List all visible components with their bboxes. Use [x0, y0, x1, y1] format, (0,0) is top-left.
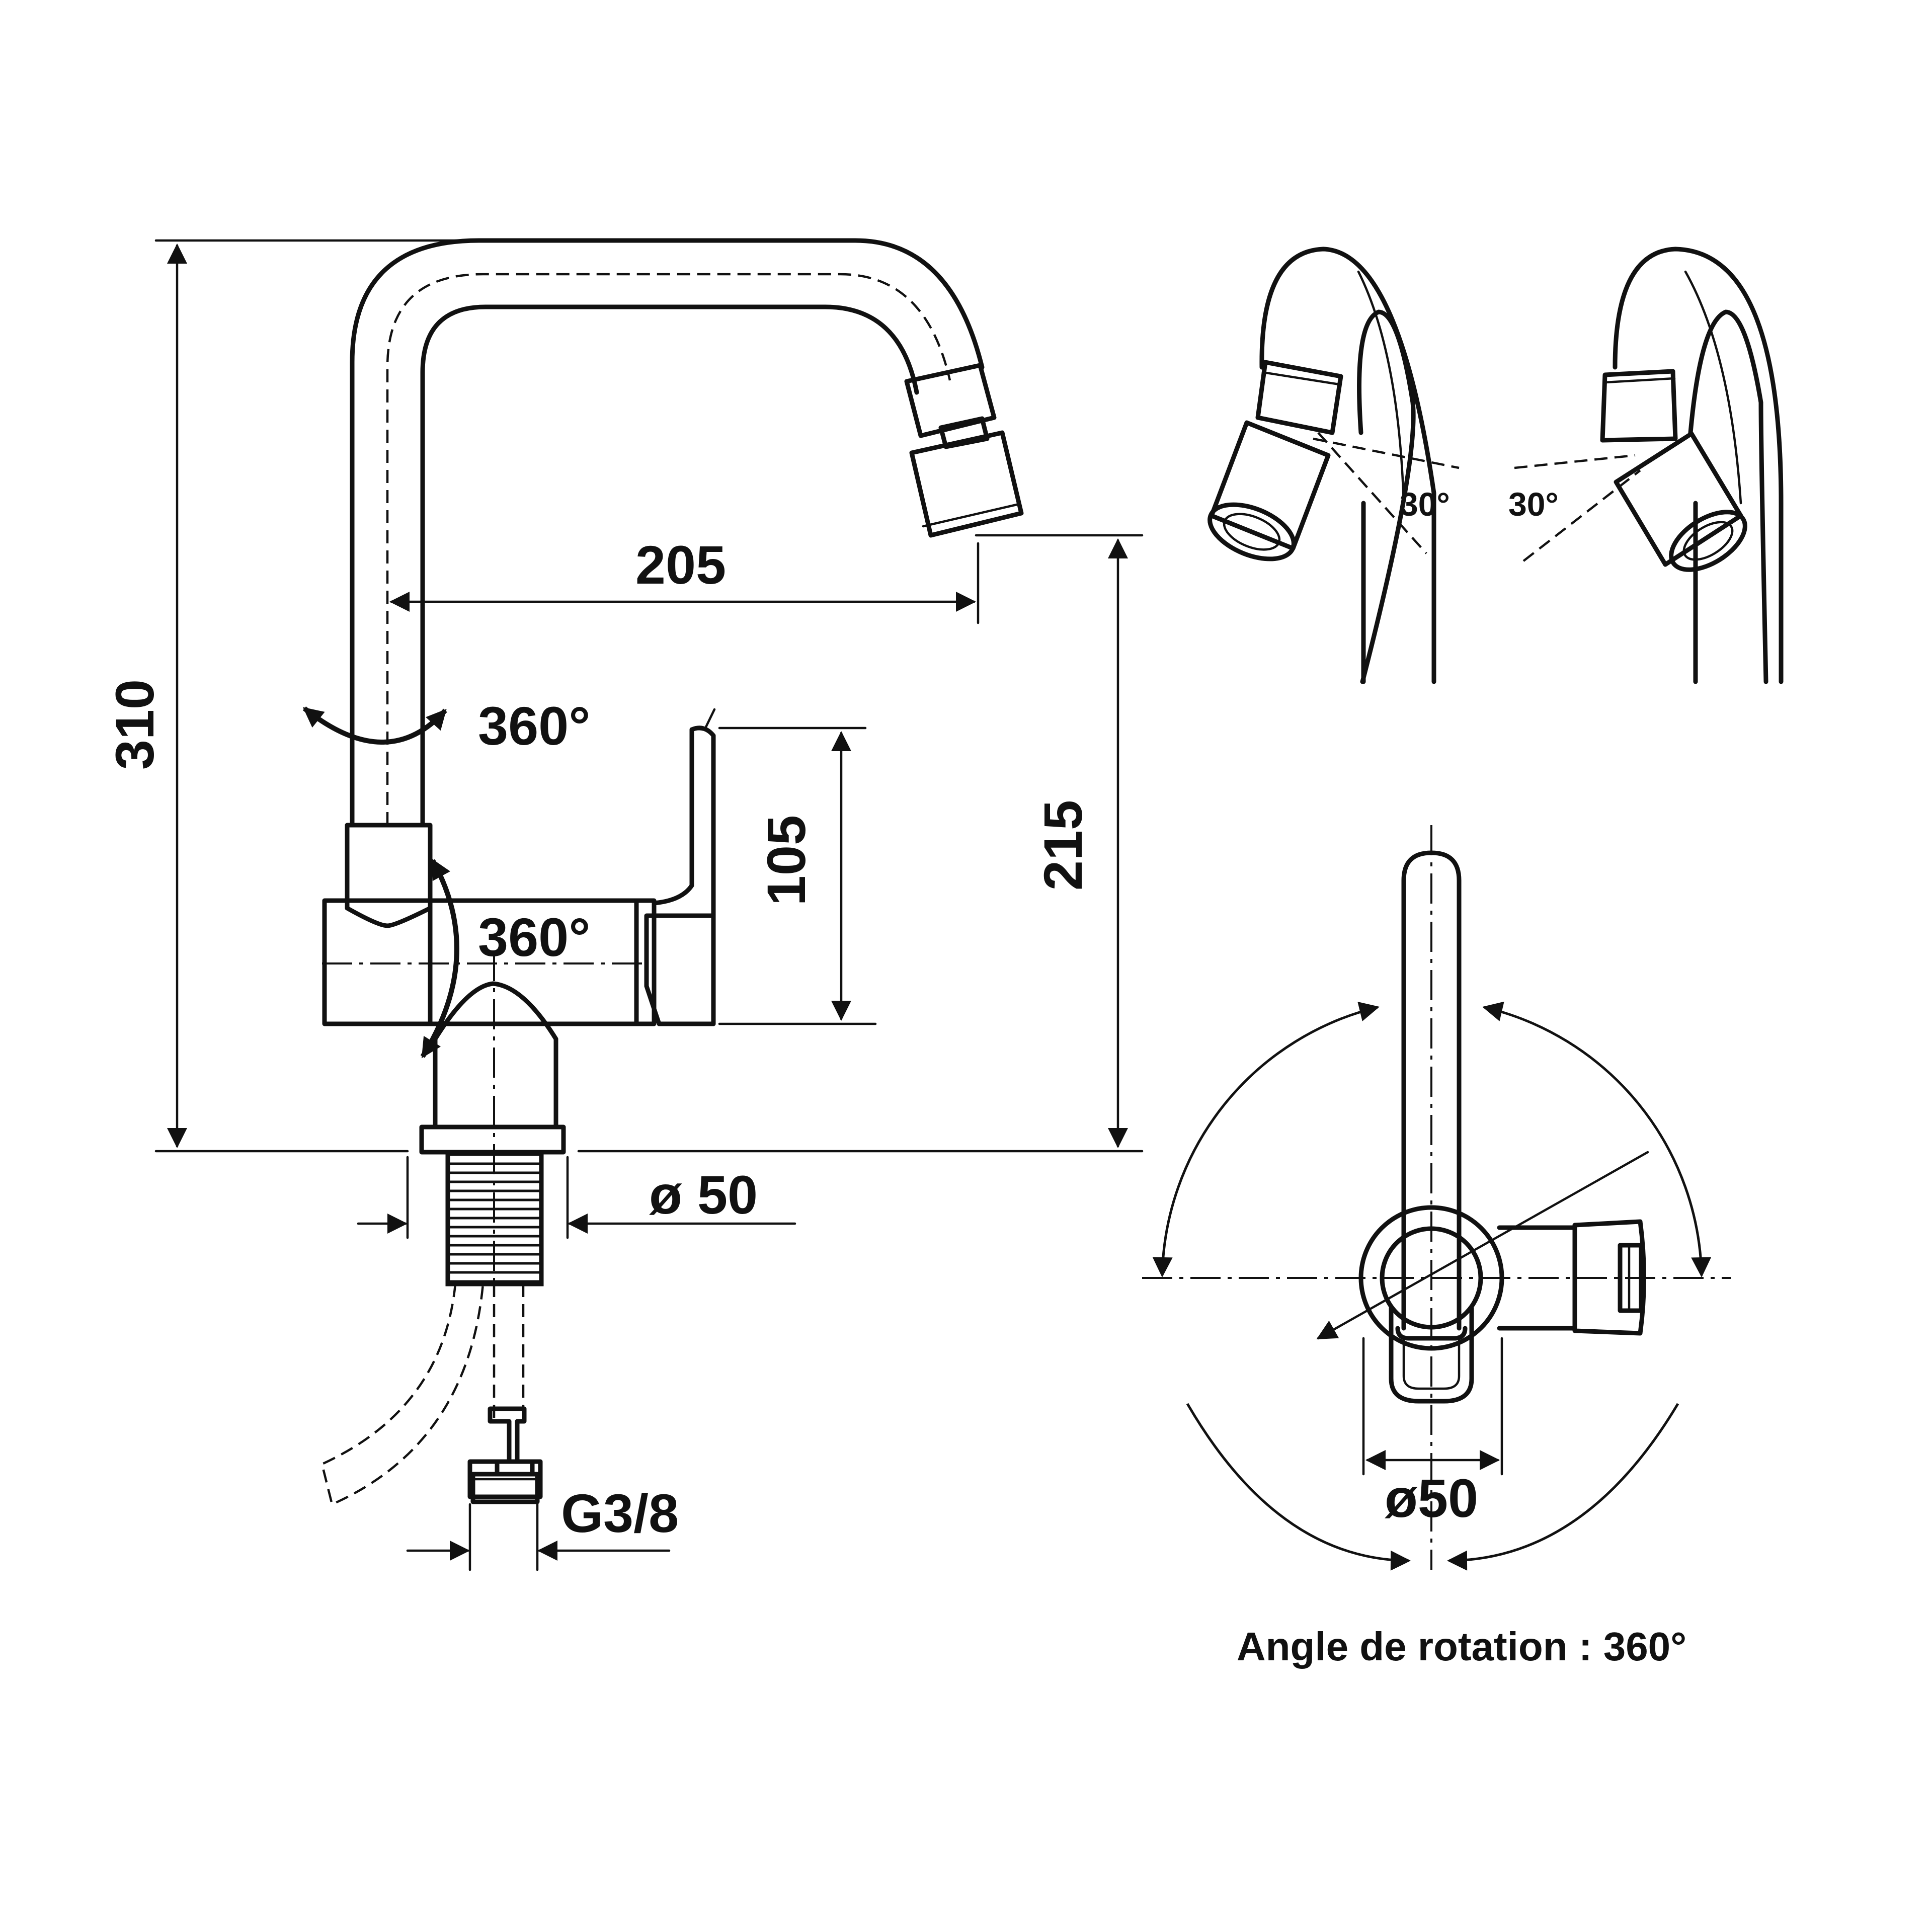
lever-handle: [634, 726, 716, 1026]
detail-right-spout-inner: [1688, 309, 1768, 684]
detail-right-collar-line: [1603, 377, 1676, 384]
side-view: 310 205 215 105 360° 360° ø 50 G3/8: [104, 238, 1144, 1571]
dim-label-connector: G3/8: [561, 1483, 679, 1544]
detail-right-aerator-mesh: [1682, 521, 1734, 561]
detail-right-collar: [1600, 369, 1678, 443]
detail-right-spout-outer: [1613, 247, 1784, 684]
top-handle-cap: [1572, 1219, 1646, 1336]
body-collar: [345, 823, 433, 928]
rotation-arc-right: [1482, 1001, 1712, 1277]
spout-outline: [350, 238, 985, 828]
aerator-nut: [904, 363, 997, 438]
aerator-edge: [922, 503, 1020, 528]
aerator-body: [909, 430, 1024, 538]
base-flange: [419, 1124, 566, 1155]
detail-left-aerator-outlet: [1208, 502, 1296, 561]
detail-left-angle-line: [1317, 432, 1427, 554]
body-rotation-arrow: [420, 858, 459, 1059]
detail-right-angle-label: 30°: [1508, 486, 1559, 523]
detail-left-spout-outer: [1259, 247, 1436, 684]
dim-label-105: 105: [756, 815, 817, 906]
rotation-arc-lower-right: [1447, 1403, 1679, 1571]
spout-inner-outline: [420, 304, 919, 828]
spout-rotation-arrow: [302, 706, 447, 745]
detail-left-collar: [1255, 360, 1343, 435]
top-spout-tube: [1401, 850, 1462, 1331]
spout-centerline: [386, 273, 951, 825]
rotation-arc: [1152, 1002, 1380, 1277]
detail-left-collar-line: [1261, 371, 1341, 386]
detail-right-aerator: [1614, 431, 1743, 567]
detail-left-spout-mid: [1357, 270, 1405, 505]
detail-right-angle-line: [1522, 469, 1641, 562]
base-ring-outer: [1358, 1205, 1504, 1351]
aerator-detail-right: 30°: [1508, 247, 1784, 684]
rotation-caption: Angle de rotation : 360°: [1237, 1624, 1686, 1669]
detail-left-aerator-mesh: [1223, 513, 1281, 551]
spout-rotation-label: 360°: [478, 695, 590, 756]
dim-label-diameter-top: ø50: [1385, 1468, 1478, 1528]
lever-handle-base: [644, 913, 716, 1026]
flexible-hose-dashed: [320, 1283, 485, 1506]
detail-right-ref-line: [1514, 454, 1636, 469]
aerator-neck: [938, 416, 990, 449]
detail-left-ref-line: [1313, 437, 1460, 469]
dim-label-215: 215: [1032, 800, 1093, 891]
top-body-lower-inner: [1402, 1337, 1461, 1390]
dim-label-310: 310: [104, 679, 165, 770]
body-rotation-label: 360°: [478, 907, 590, 968]
base-ring-inner: [1380, 1226, 1483, 1330]
top-view: ø50: [1142, 825, 1731, 1571]
aerator-detail-left: 30°: [1208, 247, 1460, 684]
threaded-rod: [445, 1151, 544, 1286]
detail-left-aerator: [1209, 420, 1331, 551]
detail-left-angle-label: 30°: [1400, 486, 1450, 523]
diameter-leader: [1316, 1151, 1649, 1340]
detail-left-spout-inner: [1357, 309, 1416, 684]
dim-label-diameter-side: ø 50: [649, 1164, 758, 1225]
connector-body: [470, 1472, 540, 1504]
top-body-lower: [1389, 1306, 1474, 1404]
lower-shank: [433, 981, 558, 1130]
lever-tip: [704, 708, 716, 729]
dim-label-205: 205: [635, 534, 726, 595]
top-handle-slot: [1618, 1243, 1644, 1313]
detail-right-aerator-outlet: [1669, 510, 1747, 572]
top-spout-end: [1395, 1326, 1468, 1341]
detail-right-spout-mid: [1684, 270, 1742, 505]
hose-fitting: [488, 1406, 535, 1477]
rotation-arc-lower: [1186, 1403, 1411, 1571]
supply-hose-dashed: [493, 1284, 525, 1424]
